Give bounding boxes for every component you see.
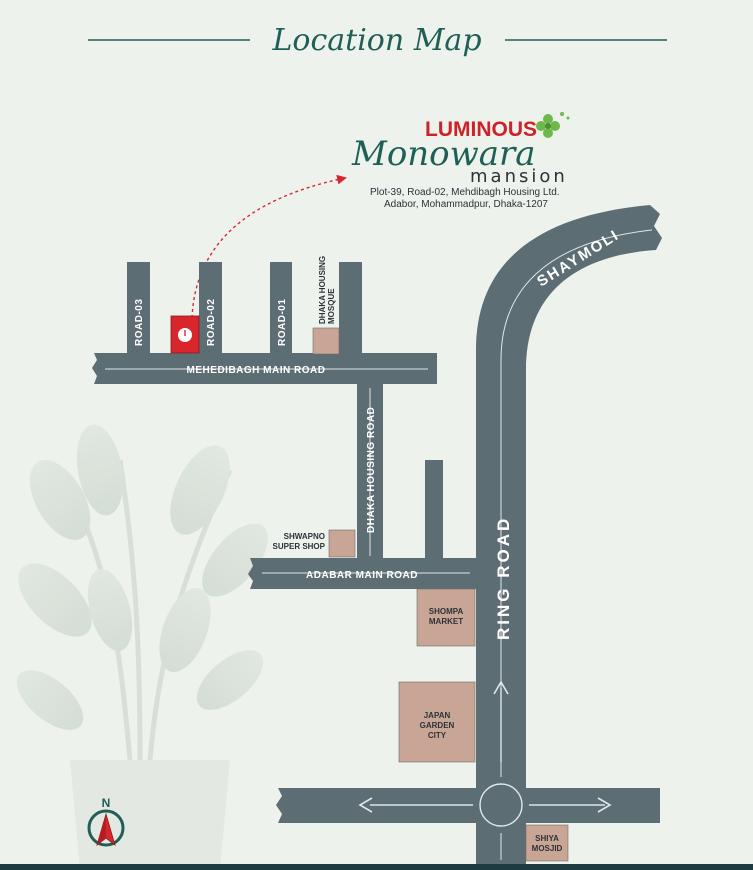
shompa-label-2: MARKET	[429, 617, 463, 626]
japan-label-3: CITY	[428, 731, 447, 740]
shiya-label-1: SHIYA	[535, 834, 559, 843]
landmark-shiya-mosjid: SHIYA MOSJID	[525, 824, 569, 862]
shiya-label-2: MOSJID	[532, 844, 563, 853]
road-network	[92, 205, 662, 864]
ring-road-label: RING ROAD	[494, 516, 513, 640]
road-02	[199, 262, 222, 357]
address-line2: Adabor, Mohammadpur, Dhaka-1207	[384, 199, 548, 210]
plant-decoration	[16, 424, 268, 870]
compass-icon: N	[87, 796, 125, 847]
mosque-label-1: DHAKA HOUSING	[318, 256, 327, 324]
japan-label-1: JAPAN	[424, 711, 451, 720]
brand-logo: LUMINOUS Monowara mansion Plot-39, Road-…	[351, 112, 570, 210]
map-title: Location Map	[271, 23, 481, 58]
landmark-shwapno: SHWAPNO SUPER SHOP	[273, 529, 356, 558]
shwapno-label-1: SHWAPNO	[284, 532, 325, 541]
dhaka-housing-mosque-road	[339, 262, 362, 357]
japan-label-2: GARDEN	[420, 721, 455, 730]
mehedibagh-road-label: MEHEDIBAGH MAIN ROAD	[187, 365, 326, 376]
map-pin-icon	[170, 315, 200, 354]
ring-road	[476, 205, 662, 864]
road-02-label: ROAD-02	[206, 299, 217, 346]
roundabout	[473, 777, 529, 833]
road-01	[270, 262, 292, 357]
brand-sub: mansion	[470, 166, 568, 187]
brand-name: LUMINOUS	[425, 118, 537, 141]
mosque-label-2: MOSQUE	[327, 288, 336, 324]
flower-icon	[536, 112, 570, 138]
landmark-japan-garden-city: JAPAN GARDEN CITY	[398, 681, 476, 763]
location-pointer	[191, 174, 347, 319]
landmark-shompa-market: SHOMPA MARKET	[416, 588, 476, 647]
compass-north-label: N	[102, 796, 111, 810]
road-03-label: ROAD-03	[134, 299, 145, 346]
brand-script: Monowara	[351, 134, 536, 174]
road-03	[127, 262, 150, 357]
side-road	[425, 460, 443, 560]
road-01-label: ROAD-01	[277, 299, 288, 346]
dhaka-housing-road-label: DHAKA HOUSING ROAD	[366, 407, 377, 533]
address-line1: Plot-39, Road-02, Mehdibagh Housing Ltd.	[370, 187, 560, 198]
bottom-bar	[0, 864, 753, 870]
landmark-mosque: DHAKA HOUSING MOSQUE	[312, 256, 340, 355]
adabar-road-label: ADABAR MAIN ROAD	[306, 570, 418, 581]
shwapno-label-2: SUPER SHOP	[273, 542, 326, 551]
shompa-label-1: SHOMPA	[429, 607, 464, 616]
